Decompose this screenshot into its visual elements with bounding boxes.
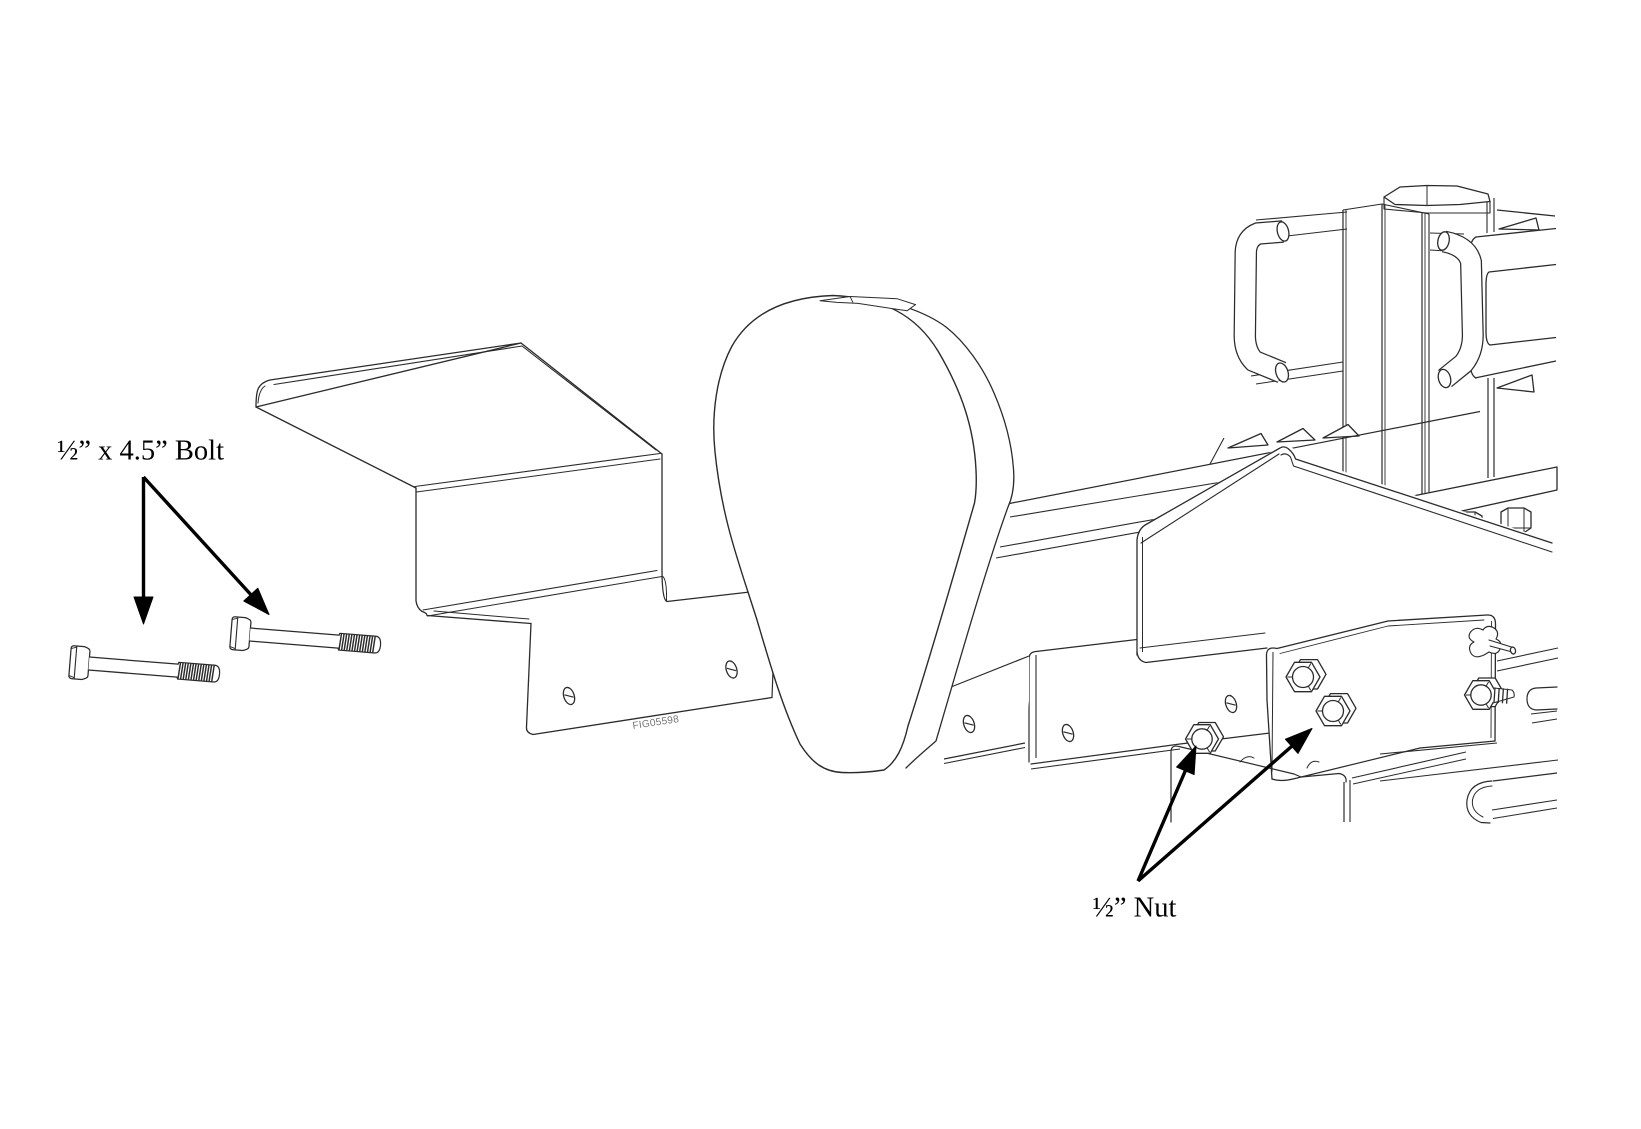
svg-text:½” Nut: ½” Nut [1093,893,1177,924]
svg-text:½” x 4.5” Bolt: ½” x 4.5” Bolt [57,436,224,467]
